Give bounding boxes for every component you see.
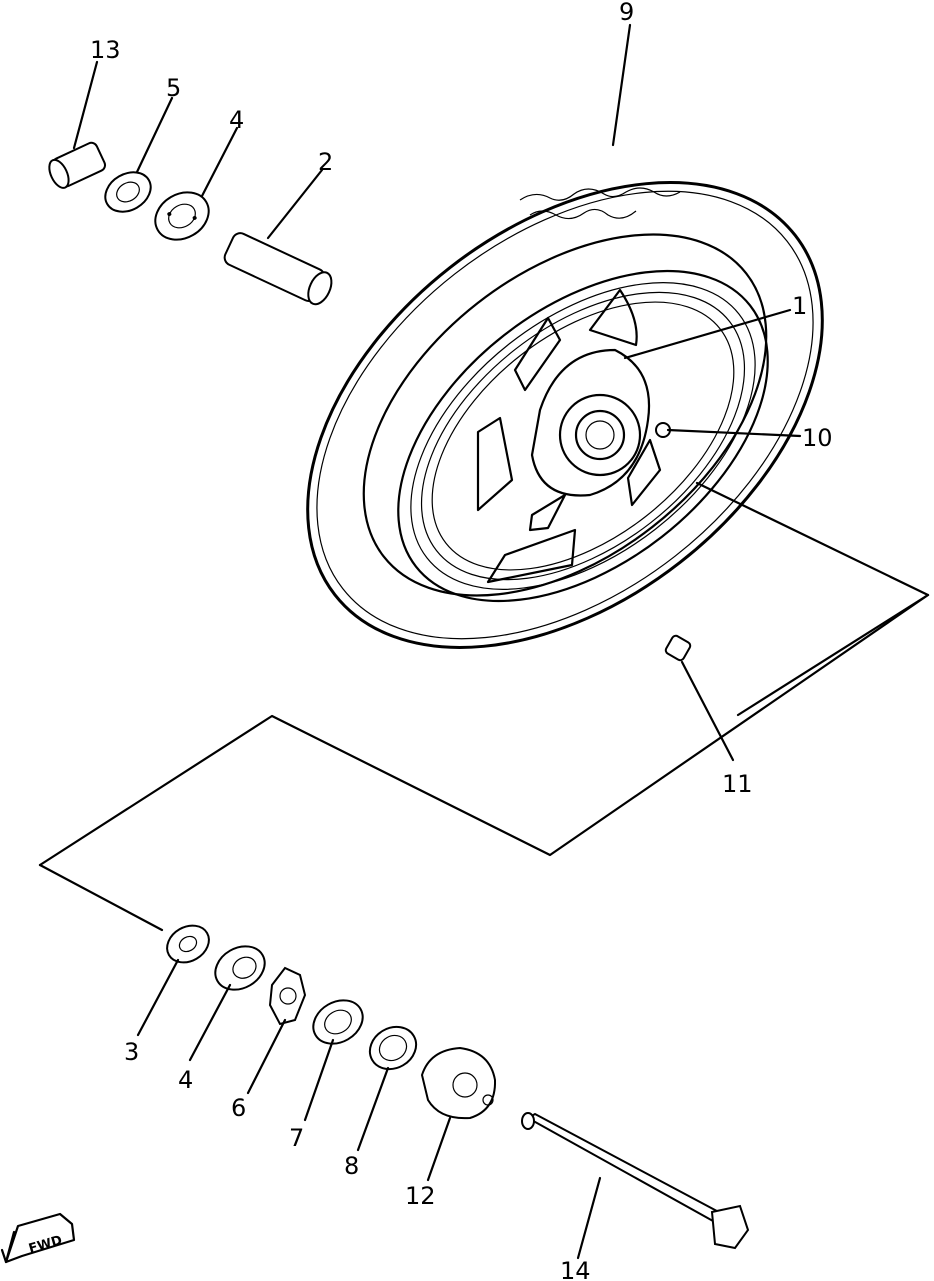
leader-lines: [72, 23, 802, 1260]
spoke-window: [476, 416, 514, 512]
tire: [306, 181, 824, 649]
washer: [166, 924, 210, 964]
assembly-bracket-line: [736, 593, 930, 717]
spacer: [223, 232, 333, 306]
bearing: [214, 945, 266, 991]
callout-11: 11: [722, 770, 753, 798]
drive-gear: [312, 999, 364, 1045]
callout-4-top: 4: [229, 106, 244, 134]
meter-clutch: [268, 966, 307, 1026]
wheel-assembly: [306, 181, 824, 662]
oil-seal: [368, 1025, 418, 1071]
gear-unit-assembly: [420, 1046, 497, 1120]
callout-1: 1: [792, 292, 807, 320]
rim: [397, 269, 769, 603]
spoke-window: [588, 288, 638, 347]
callout-7: 7: [289, 1124, 304, 1152]
callout-3: 3: [124, 1038, 139, 1066]
collar: [48, 141, 107, 189]
callout-10: 10: [802, 424, 833, 452]
spoke-window: [513, 316, 562, 392]
assembly-bracket-line: [38, 863, 164, 932]
callout-9: 9: [619, 0, 634, 26]
callout-4-bottom: 4: [178, 1066, 193, 1094]
forward-direction-mark: FWD: [0, 1212, 76, 1264]
callout-8: 8: [344, 1152, 359, 1180]
spoke-window: [528, 493, 567, 532]
spoke-window: [626, 438, 662, 507]
callout-5: 5: [166, 74, 181, 102]
spoke-window: [486, 528, 577, 584]
wheel-axle: [521, 1112, 750, 1250]
tire-tread: [519, 187, 681, 220]
top-parts: [48, 141, 333, 306]
valve: [664, 634, 692, 662]
oil-seal: [104, 171, 152, 213]
callout-2: 2: [318, 148, 333, 176]
callout-12: 12: [405, 1182, 436, 1210]
hub: [530, 348, 651, 497]
bottom-parts: [166, 924, 750, 1250]
callout-6: 6: [231, 1094, 246, 1122]
callout-14: 14: [560, 1257, 591, 1281]
fwd-label: FWD: [27, 1233, 64, 1257]
callout-labels: 1 2 3 4 4 5 6 7 8 9 10 11 12 13 14: [90, 0, 833, 1281]
callout-13: 13: [90, 36, 121, 64]
assembly-bracket-line: [38, 481, 930, 867]
bearing: [154, 191, 210, 241]
